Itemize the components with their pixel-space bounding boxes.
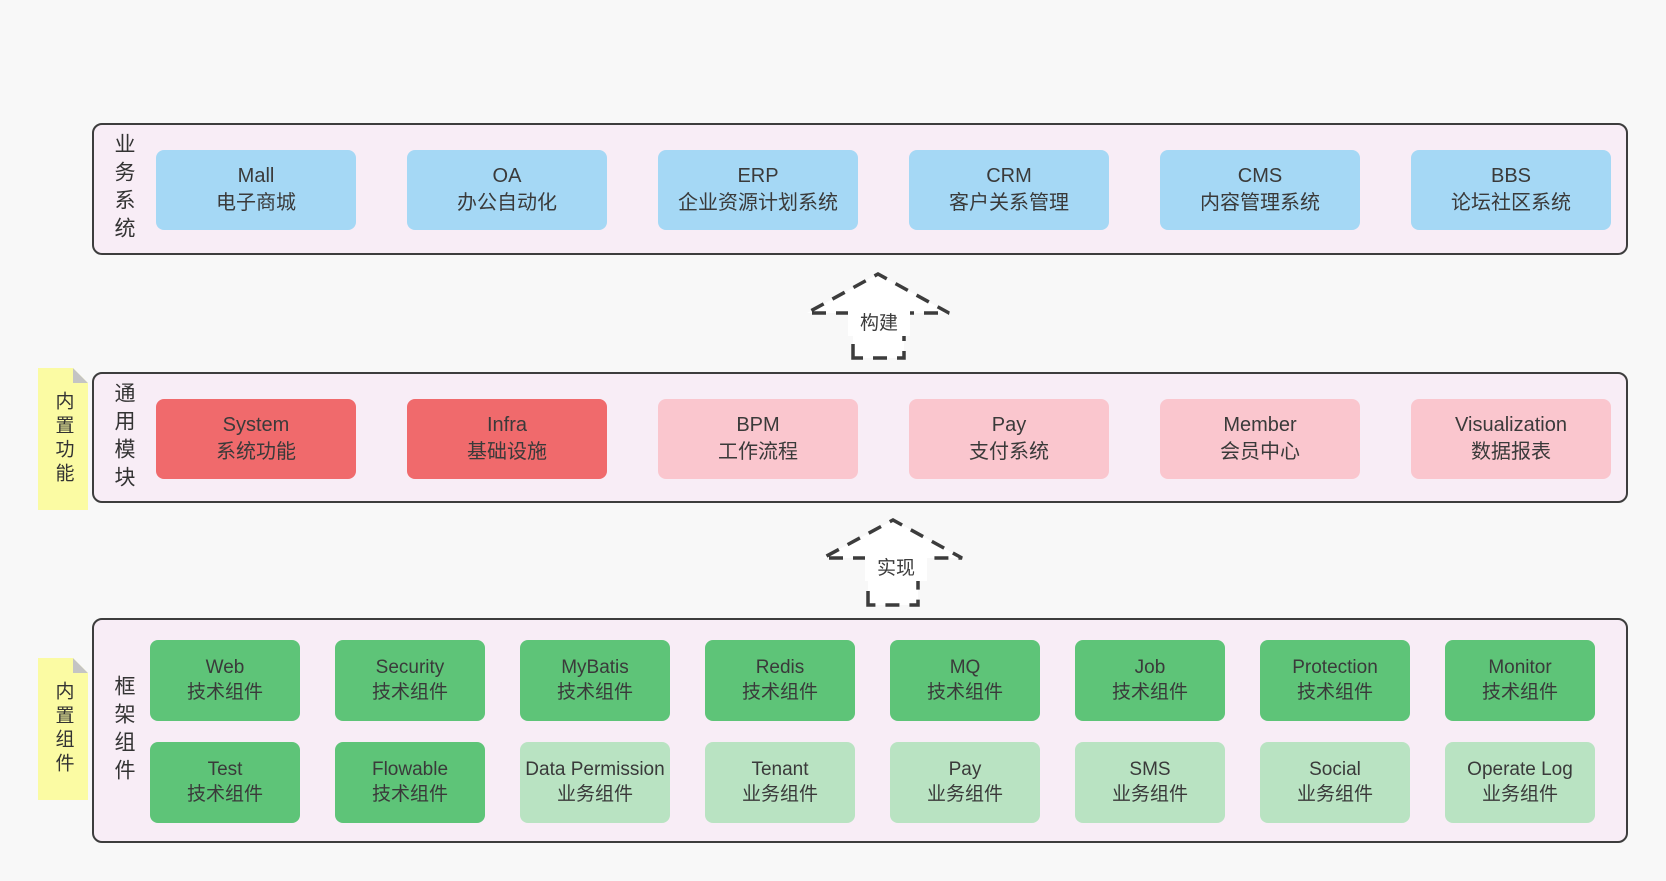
band-business-systems: 业务系统 Mall 电子商城 OA 办公自动化 ERP 企业资源计划系统 CRM… <box>92 123 1628 255</box>
box-system: System 系统功能 <box>156 399 356 479</box>
box-subtitle: 工作流程 <box>718 441 798 463</box>
box-subtitle: 技术组件 <box>186 783 263 805</box>
box-infra: Infra 基础设施 <box>407 399 607 479</box>
box-title: CMS <box>1237 165 1283 188</box>
box-subtitle: 业务组件 <box>1481 783 1558 805</box>
box-subtitle: 内容管理系统 <box>1200 192 1320 214</box>
box-subtitle: 电子商城 <box>216 192 296 214</box>
box-subtitle: 基础设施 <box>467 441 547 463</box>
band-label-business-systems: 业务系统 <box>112 133 135 245</box>
box-title: Data Permission <box>525 758 665 780</box>
box-subtitle: 技术组件 <box>371 681 448 703</box>
box-subtitle: 业务组件 <box>741 783 818 805</box>
box-title: Web <box>205 656 245 678</box>
note-text: 内置功能 <box>52 391 74 487</box>
box-title: Monitor <box>1488 656 1552 678</box>
box-bpm: BPM 工作流程 <box>658 399 858 479</box>
box-subtitle: 业务组件 <box>1296 783 1373 805</box>
box-pay-system: Pay 支付系统 <box>909 399 1109 479</box>
box-oa: OA 办公自动化 <box>407 150 607 230</box>
box-title: Flowable <box>371 758 449 780</box>
box-crm: CRM 客户关系管理 <box>909 150 1109 230</box>
fold-corner-icon <box>73 368 88 383</box>
box-subtitle: 数据报表 <box>1471 441 1551 463</box>
box-title: ERP <box>737 165 779 188</box>
box-tenant: Tenant 业务组件 <box>705 742 855 823</box>
box-subtitle: 业务组件 <box>1111 783 1188 805</box>
box-subtitle: 技术组件 <box>1111 681 1188 703</box>
box-subtitle: 办公自动化 <box>457 192 557 214</box>
box-mq: MQ 技术组件 <box>890 640 1040 721</box>
box-title: CRM <box>986 165 1032 188</box>
box-title: Infra <box>486 414 528 437</box>
box-title: SMS <box>1129 758 1171 780</box>
box-visualization: Visualization 数据报表 <box>1411 399 1611 479</box>
box-title: Pay <box>991 414 1027 437</box>
box-subtitle: 技术组件 <box>371 783 448 805</box>
box-title: BBS <box>1490 165 1532 188</box>
band-common-modules: 通用模块 System 系统功能 Infra 基础设施 BPM 工作流程 Pay… <box>92 372 1628 503</box>
box-title: Protection <box>1292 656 1378 678</box>
box-subtitle: 业务组件 <box>926 783 1003 805</box>
box-subtitle: 系统功能 <box>216 441 296 463</box>
note-text: 内置组件 <box>52 681 74 777</box>
box-test: Test 技术组件 <box>150 742 300 823</box>
band-framework-components: 框架组件 Web 技术组件 Security 技术组件 MyBatis 技术组件… <box>92 618 1628 843</box>
box-subtitle: 客户关系管理 <box>949 192 1069 214</box>
box-title: Operate Log <box>1467 758 1573 780</box>
box-subtitle: 企业资源计划系统 <box>678 192 838 214</box>
box-pay-component: Pay 业务组件 <box>890 742 1040 823</box>
box-title: Redis <box>755 656 805 678</box>
box-title: Visualization <box>1455 414 1567 437</box>
box-subtitle: 技术组件 <box>1296 681 1373 703</box>
box-title: Tenant <box>751 758 809 780</box>
arrow-label-implement: 实现 <box>865 551 927 581</box>
box-subtitle: 技术组件 <box>186 681 263 703</box>
box-title: Member <box>1223 414 1297 437</box>
box-subtitle: 技术组件 <box>556 681 633 703</box>
box-subtitle: 技术组件 <box>741 681 818 703</box>
box-sms: SMS 业务组件 <box>1075 742 1225 823</box>
box-bbs: BBS 论坛社区系统 <box>1411 150 1611 230</box>
box-operate-log: Operate Log 业务组件 <box>1445 742 1595 823</box>
box-title: System <box>222 414 290 437</box>
box-title: Mall <box>237 165 275 188</box>
arrow-label-build: 构建 <box>848 306 910 336</box>
box-mybatis: MyBatis 技术组件 <box>520 640 670 721</box>
box-erp: ERP 企业资源计划系统 <box>658 150 858 230</box>
fold-corner-icon <box>73 658 88 673</box>
box-subtitle: 支付系统 <box>969 441 1049 463</box>
box-member: Member 会员中心 <box>1160 399 1360 479</box>
box-title: Security <box>375 656 445 678</box>
box-title: OA <box>492 165 522 188</box>
box-mall: Mall 电子商城 <box>156 150 356 230</box>
box-flowable: Flowable 技术组件 <box>335 742 485 823</box>
box-title: BPM <box>736 414 780 437</box>
box-cms: CMS 内容管理系统 <box>1160 150 1360 230</box>
box-redis: Redis 技术组件 <box>705 640 855 721</box>
box-web: Web 技术组件 <box>150 640 300 721</box>
box-security: Security 技术组件 <box>335 640 485 721</box>
box-subtitle: 业务组件 <box>556 783 633 805</box>
box-title: MyBatis <box>561 656 629 678</box>
box-job: Job 技术组件 <box>1075 640 1225 721</box>
box-subtitle: 论坛社区系统 <box>1451 192 1571 214</box>
box-subtitle: 技术组件 <box>926 681 1003 703</box>
box-title: Test <box>207 758 243 780</box>
band-label-common-modules: 通用模块 <box>112 381 135 494</box>
note-built-in-functions: 内置功能 <box>38 368 88 510</box>
box-protection: Protection 技术组件 <box>1260 640 1410 721</box>
box-data-permission: Data Permission 业务组件 <box>520 742 670 823</box>
box-title: Job <box>1134 656 1166 678</box>
box-title: Social <box>1309 758 1361 780</box>
box-title: Pay <box>948 758 982 780</box>
box-subtitle: 技术组件 <box>1481 681 1558 703</box>
box-social: Social 业务组件 <box>1260 742 1410 823</box>
band-label-framework-components: 框架组件 <box>112 674 135 787</box>
box-title: MQ <box>949 656 981 678</box>
box-subtitle: 会员中心 <box>1220 441 1300 463</box>
note-built-in-components: 内置组件 <box>38 658 88 800</box>
box-monitor: Monitor 技术组件 <box>1445 640 1595 721</box>
